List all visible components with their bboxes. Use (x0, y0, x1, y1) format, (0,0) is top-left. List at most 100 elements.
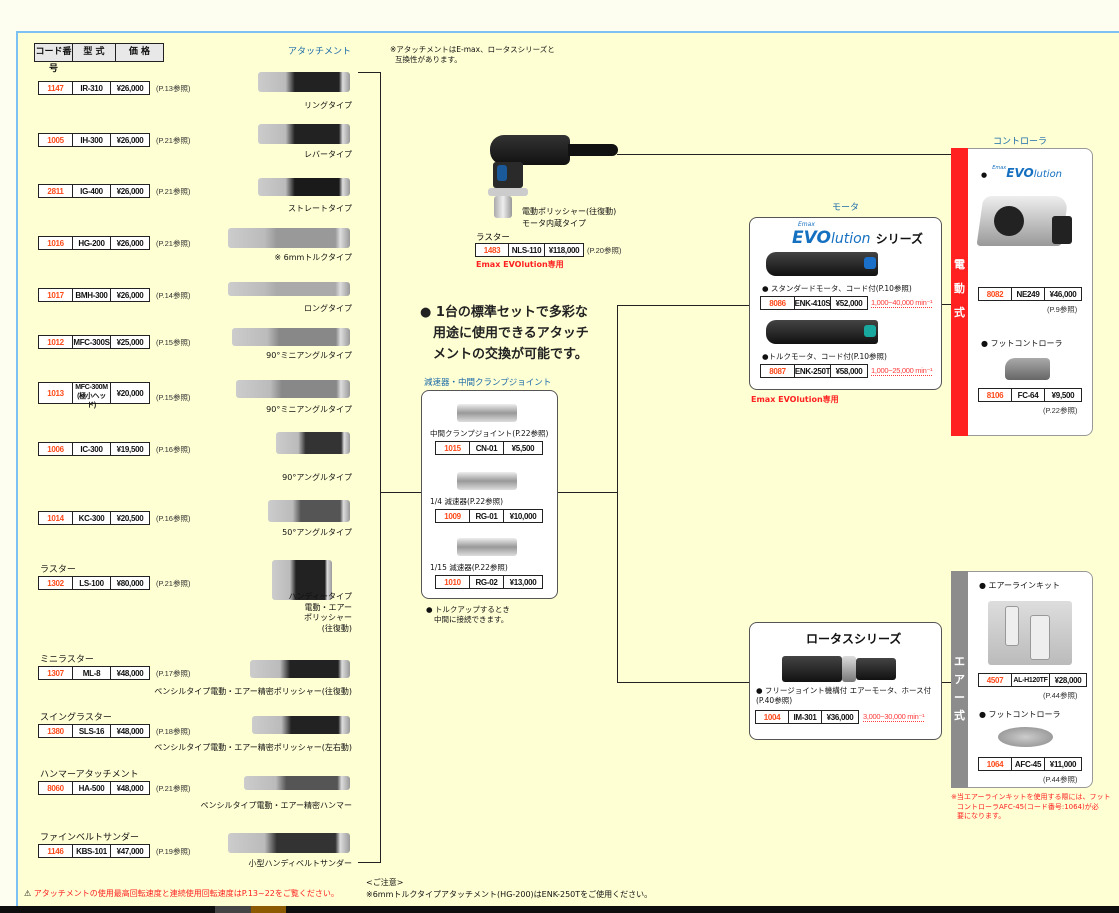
attachment-image (228, 282, 350, 296)
caption-line: 90°ミニアングルタイプ (266, 351, 352, 360)
raster-price-table: 1483 NLS-110 ¥118,000 (475, 243, 584, 257)
product-model: KC-300 (73, 512, 111, 524)
product-label: ラスター (40, 565, 76, 575)
product-model: HG-200 (73, 237, 111, 249)
product-ref: (P.21参照) (156, 784, 191, 793)
air-foot-label: ● フットコントローラ (979, 710, 1061, 719)
product-model: RG-02 (470, 576, 504, 588)
product-code: 1380 (39, 725, 73, 737)
product-code: 1009 (436, 510, 470, 522)
caution-title: <ご注意> (366, 878, 404, 887)
product-price: ¥58,000 (835, 366, 863, 376)
attachment-image (252, 716, 350, 734)
feature-line: メントの交換が可能です。 (433, 347, 588, 362)
product-price: ¥20,000 (116, 388, 144, 398)
side-char: エ (954, 655, 965, 668)
electric-side-bar: 電 動 式 (951, 148, 968, 436)
foot-controller-label: ● フットコントローラ (981, 339, 1063, 348)
logo-small: Emax (798, 221, 815, 228)
air-note: ※当エアーラインキットを使用する際には、フット コントローラAFC-45(コード… (951, 793, 1110, 822)
joints-note: ● トルクアップするとき 中間に接続できます。 (426, 605, 510, 625)
product-code: 1307 (39, 667, 73, 679)
product-model: MFC-300M (極小ヘッド) (73, 383, 111, 409)
attachment-caption: レバータイプ (304, 150, 352, 161)
attachment-image (258, 178, 350, 196)
product-ref: (P.21参照) (156, 136, 191, 145)
joints-box (421, 390, 558, 599)
product-price: ¥9,500 (1051, 390, 1075, 400)
joint-name: 1/15 減速器(P.22参照) (430, 563, 508, 572)
taskbar-item[interactable] (251, 906, 286, 913)
product-code: 1016 (39, 237, 73, 249)
attachment-caption: ハンディータイプ電動・エアーポリッシャー(往復動) (289, 592, 352, 634)
product-code: 1064 (979, 758, 1012, 770)
joints-note-line: ● トルクアップするとき (426, 605, 510, 614)
product-code: 1015 (436, 442, 470, 454)
product-code: 8060 (39, 782, 73, 794)
product-ref: (P.9参照) (1047, 305, 1078, 314)
motor-accent (864, 257, 876, 269)
product-model: KBS-101 (73, 845, 111, 857)
header-code: コード番号 (35, 44, 73, 74)
product-price: ¥26,000 (116, 186, 144, 196)
connector-line (380, 492, 422, 493)
connector-line (358, 72, 381, 73)
product-model: IM-301 (789, 711, 822, 723)
side-char: ー (954, 691, 965, 704)
attachment-image (250, 660, 350, 678)
product-code: 8082 (979, 288, 1012, 300)
product-model: AL-H120TF (1012, 674, 1050, 686)
attachment-caption: 50°アングルタイプ (282, 528, 352, 539)
product-model: RG-01 (470, 510, 504, 522)
connector-line (617, 305, 750, 306)
motor-speed: 1,000~25,000 min⁻¹ (871, 366, 933, 376)
caption-line: ペンシルタイプ電動・エアー精密ポリッシャー(往復動) (154, 687, 352, 696)
warning-text: アタッチメントの使用最高回転速度と連続使用回転速度はP.13~22をご覧ください… (33, 889, 339, 898)
product-price: ¥5,500 (511, 443, 535, 453)
product-model: NE249 (1012, 288, 1045, 300)
feature-line: ● 1台の標準セットで多彩な (420, 305, 588, 320)
product-ref: (P.14参照) (156, 291, 191, 300)
attachment-image (228, 228, 350, 248)
feature-text: ● 1台の標準セットで多彩な 用途に使用できるアタッチ メントの交換が可能です。 (420, 302, 589, 365)
attachment-caption: 90°アングルタイプ (282, 473, 352, 484)
feature-line: 用途に使用できるアタッチ (433, 326, 589, 341)
product-code: 1005 (39, 134, 73, 146)
product-price: ¥19,500 (116, 444, 144, 454)
lotus-speed: 3,000~30,000 min⁻¹ (863, 712, 925, 722)
product-model: LS-100 (73, 577, 111, 589)
taskbar-item[interactable] (215, 906, 251, 913)
product-ref: (P.18参照) (156, 727, 191, 736)
connector-line (617, 682, 750, 683)
logo-series: シリーズ (875, 232, 924, 246)
product-model: CN-01 (470, 442, 504, 454)
product-code: 1004 (756, 711, 789, 723)
caption-line: レバータイプ (304, 150, 352, 159)
attachment-caption: ペンシルタイプ電動・エアー精密ハンマー (200, 801, 352, 812)
joint-name: 中間クランプジョイント(P.22参照) (430, 429, 549, 438)
compat-note-line: ※アタッチメントはE-max、ロータスシリーズと (390, 45, 555, 54)
product-price: ¥11,000 (1049, 759, 1077, 769)
product-model: ENK-410S (794, 297, 831, 309)
product-price: ¥26,000 (116, 83, 144, 93)
logo-small: Emax (992, 165, 1007, 171)
lotus-name: ● フリージョイント機構付 エアーモータ、ホース付(P.40参照) (756, 686, 932, 705)
product-model: IG-400 (73, 185, 111, 197)
motor-name: ● スタンダードモータ、コード付(P.10参照) (762, 284, 912, 293)
caption-line: 50°アングルタイプ (282, 528, 352, 537)
attachment-caption: 90°ミニアングルタイプ (266, 405, 352, 416)
product-code: 1147 (39, 82, 73, 94)
product-price: ¥80,000 (116, 578, 144, 588)
product-code: 1014 (39, 512, 73, 524)
product-model: ENK-250T (794, 365, 831, 377)
connector-line (942, 304, 952, 305)
air-side-bar: エ ア ー 式 (951, 571, 968, 788)
